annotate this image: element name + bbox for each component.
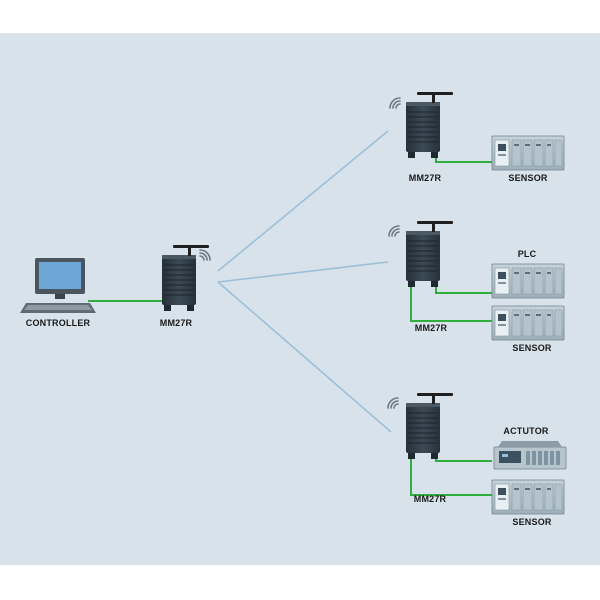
node1-radio-modem-icon [405, 91, 454, 159]
cable-node2-sensor [410, 281, 492, 322]
node1-sensor-label: SENSOR [508, 173, 548, 183]
controller-label: CONTROLLER [25, 318, 91, 328]
desktop-computer-icon [20, 258, 96, 313]
node3-radio-modem-icon [405, 392, 454, 460]
cable-node1-sensor [435, 153, 492, 163]
wireless-link-2 [217, 261, 389, 283]
wireless-links [217, 130, 392, 433]
cable-node3-sensor [410, 452, 492, 496]
diagram-background [0, 33, 600, 565]
node2-sensor-label: SENSOR [512, 343, 552, 353]
hub-signal-icon [199, 249, 211, 261]
node3-sensor-module-icon [491, 479, 565, 515]
node2-radio-label: MM27R [414, 323, 448, 333]
cable-node3-actuator [435, 452, 492, 462]
node3-actuator-label: ACTUTOR [503, 426, 549, 436]
node2-signal-icon [388, 225, 400, 237]
hub-radio-modem-icon [161, 244, 210, 312]
node1-signal-icon [389, 97, 401, 109]
node2-sensor-module-icon [491, 305, 565, 341]
node2-plc-module-icon [491, 263, 565, 299]
node1-radio-label: MM27R [408, 173, 442, 183]
node3-sensor-label: SENSOR [512, 517, 552, 527]
hub-radio-label: MM27R [159, 318, 193, 328]
node3-radio-label: MM27R [413, 494, 447, 504]
node3-actuator-module-icon [493, 440, 567, 470]
node2-radio-modem-icon [405, 220, 454, 288]
node3-signal-icon [387, 397, 399, 409]
wireless-link-3 [217, 281, 392, 433]
node2-plc-label: PLC [517, 249, 537, 259]
node1-sensor-module-icon [491, 135, 565, 171]
cable-node2-plc [435, 281, 492, 294]
wireless-link-1 [217, 130, 389, 272]
